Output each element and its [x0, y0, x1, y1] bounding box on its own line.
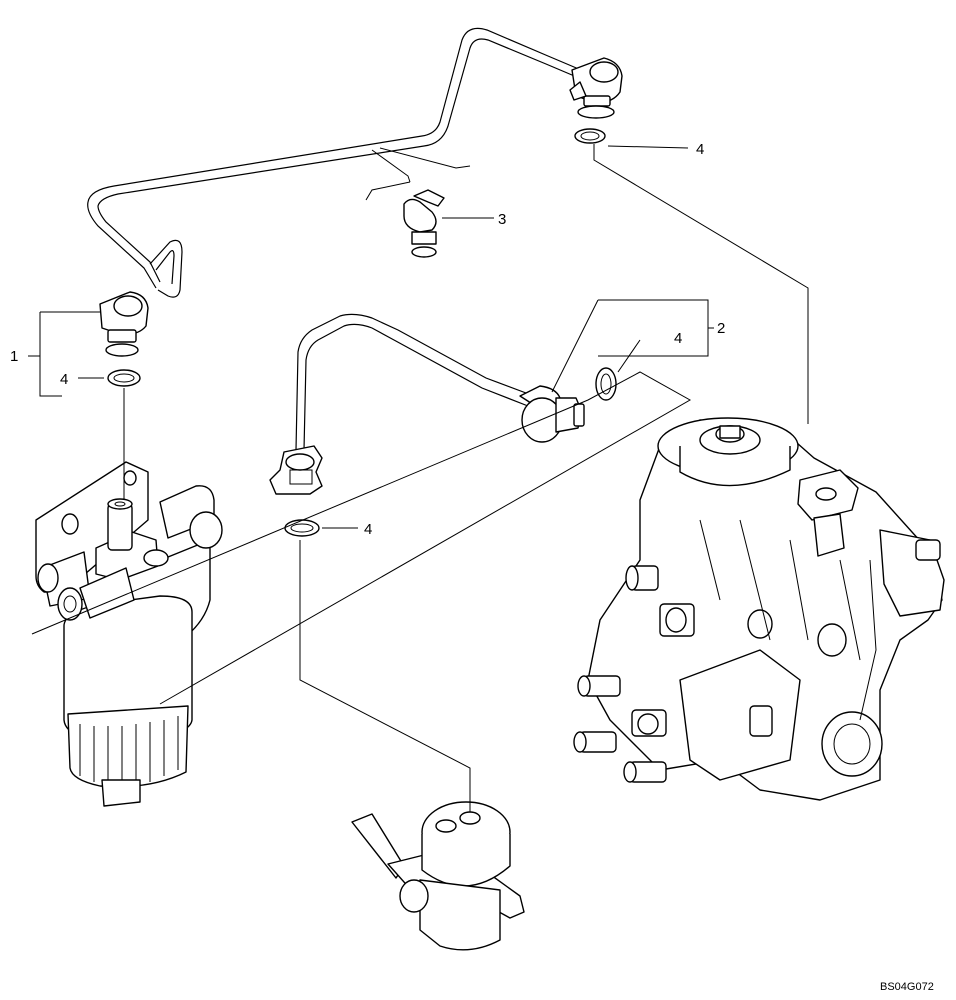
drawing-code: BS04G072	[880, 981, 934, 993]
callout-4-left: 4	[60, 371, 68, 388]
pipe-clip	[403, 189, 445, 258]
callout-3: 3	[498, 211, 506, 228]
callout-2: 2	[717, 320, 725, 337]
fuel-filter	[35, 461, 223, 807]
banjo-fitting-filter	[99, 291, 149, 357]
banjo-fitting-top	[569, 57, 623, 119]
callout-4-center: 4	[674, 330, 682, 347]
injection-pump	[573, 417, 945, 801]
sealing-washers	[107, 128, 617, 537]
lower-fuel-pipe	[295, 313, 535, 451]
callout-1: 1	[10, 348, 18, 365]
banjo-fitting-feed-pump	[269, 445, 323, 495]
leader-lines	[28, 144, 809, 812]
callout-4-lower: 4	[364, 521, 372, 538]
banjo-fitting-pump	[519, 385, 585, 443]
upper-fuel-pipe	[87, 27, 601, 298]
feed-pump	[351, 801, 525, 951]
callout-4-top: 4	[696, 141, 704, 158]
